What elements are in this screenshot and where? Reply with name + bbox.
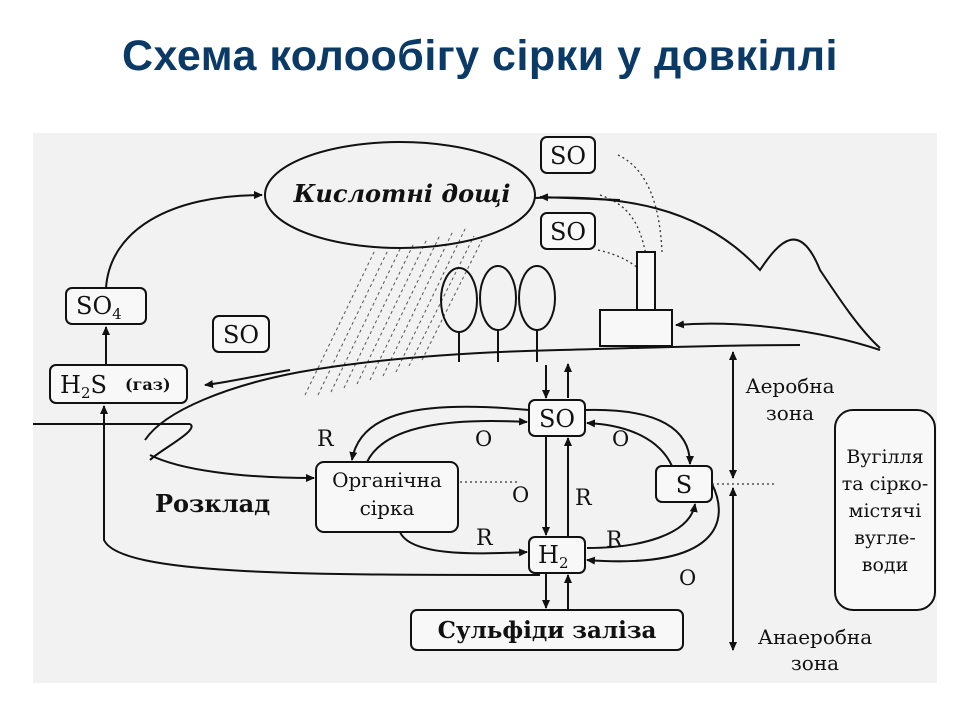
trees bbox=[440, 265, 556, 362]
iron-sulfides-box: Сульфіди заліза bbox=[410, 609, 684, 651]
r-label-1: R bbox=[317, 427, 335, 452]
so4-box: SO4 bbox=[65, 287, 147, 325]
arrow-to-h2s-gas bbox=[204, 369, 291, 389]
svg-text:води: води bbox=[862, 554, 909, 576]
organic-sulfur-box: Органічна сірка bbox=[315, 461, 459, 533]
rain-hatching bbox=[304, 226, 483, 396]
factory-chimney bbox=[636, 251, 656, 311]
loop-s-to-h2 bbox=[586, 483, 720, 565]
h2-box: H2 bbox=[528, 536, 586, 574]
svg-text:H2: H2 bbox=[538, 541, 568, 572]
arrow-so4-to-acid-rain bbox=[105, 191, 263, 289]
acid-rain-label: Кислотні дощі bbox=[293, 179, 511, 208]
svg-text:та сірко-: та сірко- bbox=[842, 473, 929, 495]
svg-text:SO: SO bbox=[550, 142, 586, 170]
so-top-1: SO bbox=[540, 136, 596, 174]
arrow-decomposition bbox=[149, 454, 315, 482]
ground-curve bbox=[149, 423, 193, 461]
so-top-2: SO bbox=[540, 212, 596, 250]
svg-text:Органічна: Органічна bbox=[332, 468, 442, 492]
svg-text:містячі: містячі bbox=[849, 500, 922, 522]
acid-rain-cloud bbox=[264, 141, 536, 249]
svg-text:SO: SO bbox=[539, 405, 575, 433]
svg-text:SO: SO bbox=[223, 321, 259, 349]
r-label-4: R bbox=[606, 528, 624, 553]
decomposition-label: Розклад bbox=[155, 489, 270, 518]
svg-text:H2S: H2S bbox=[60, 371, 107, 402]
arrow-to-acid-rain bbox=[539, 193, 621, 202]
anaerobic-label-2: зона bbox=[791, 651, 839, 675]
r-label-3: R bbox=[476, 526, 494, 551]
o-label-1: O bbox=[475, 427, 492, 451]
o-label-3: O bbox=[512, 483, 529, 507]
anaerobic-label-1: Анаеробна bbox=[758, 625, 872, 649]
svg-text:сірка: сірка bbox=[360, 496, 415, 520]
page-title: Схема колообігу сірки у довкіллі bbox=[122, 32, 838, 80]
loop-so-to-organic bbox=[349, 405, 530, 461]
loop-organic-to-so bbox=[366, 417, 528, 463]
so-center-box: SO bbox=[528, 399, 586, 437]
loop-s-to-so bbox=[586, 419, 673, 467]
coal-box: Вугілля та сірко- містячі вугле- води bbox=[834, 409, 936, 611]
svg-text:вугле-: вугле- bbox=[854, 527, 916, 549]
svg-text:(газ): (газ) bbox=[125, 375, 171, 394]
arrow-bottom-to-h2s bbox=[100, 405, 541, 576]
svg-text:SO: SO bbox=[550, 218, 586, 246]
h2s-gas-box: H2S (газ) bbox=[49, 364, 188, 404]
aerobic-label-1: Аеробна bbox=[745, 374, 834, 398]
aerobic-label-2: зона bbox=[766, 401, 814, 425]
loop-organic-to-h2 bbox=[399, 531, 528, 557]
svg-text:SO4: SO4 bbox=[76, 292, 122, 323]
svg-text:Сульфіди заліза: Сульфіди заліза bbox=[438, 617, 657, 644]
r-label-2: R bbox=[575, 486, 593, 511]
o-label-4: O bbox=[679, 566, 696, 590]
s-box: S bbox=[655, 465, 713, 503]
smoke-line-3 bbox=[597, 249, 639, 269]
arrow-to-factory bbox=[675, 320, 881, 351]
svg-text:Вугілля: Вугілля bbox=[846, 446, 923, 468]
factory-building bbox=[599, 309, 673, 347]
loop-so-to-s bbox=[584, 408, 694, 465]
so-left-box: SO bbox=[212, 315, 270, 353]
hill-outline bbox=[533, 196, 881, 349]
loop-h2-to-s bbox=[586, 503, 698, 549]
svg-text:S: S bbox=[676, 471, 692, 499]
smoke-line-1 bbox=[617, 154, 663, 253]
o-label-2: O bbox=[612, 427, 629, 451]
smoke-line-2 bbox=[599, 194, 647, 256]
ground-line bbox=[144, 344, 801, 441]
